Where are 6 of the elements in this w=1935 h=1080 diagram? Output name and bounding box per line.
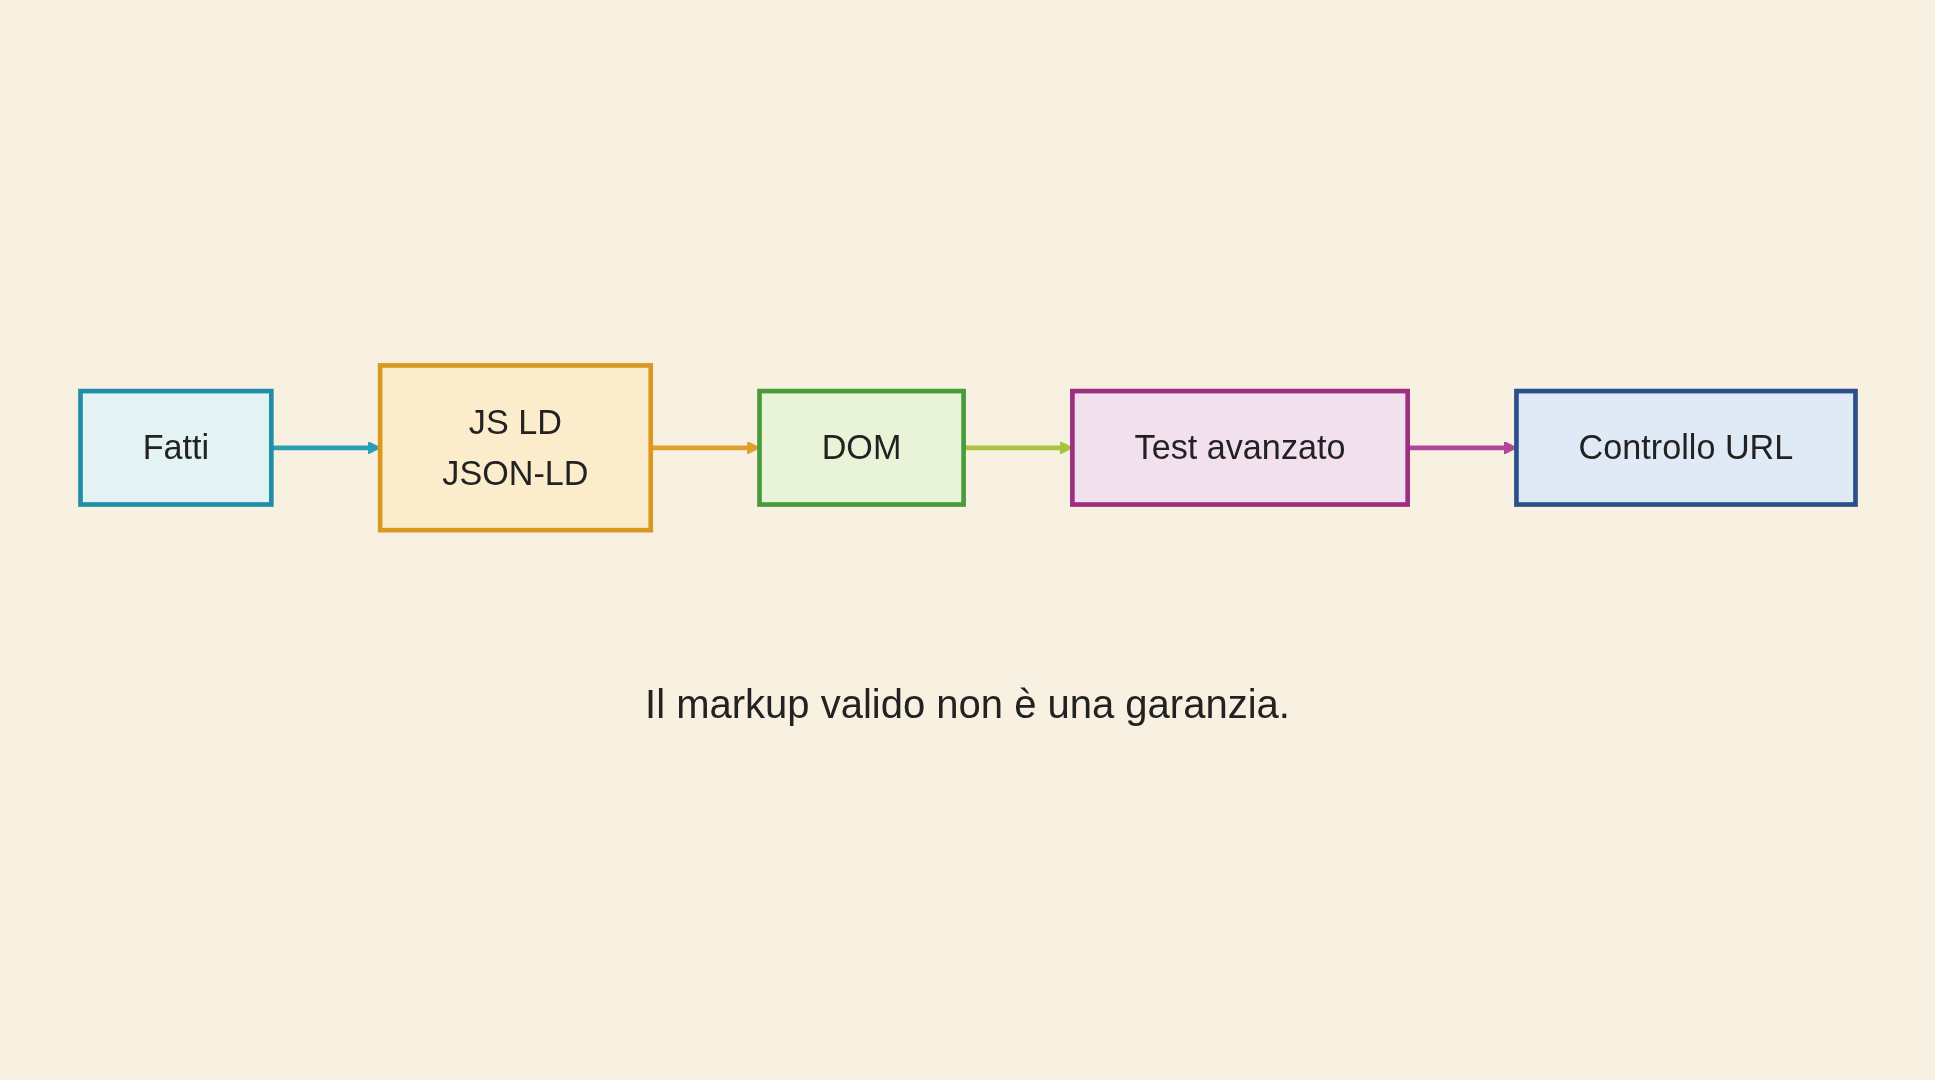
- node-box: JS LD JSON-LD: [377, 362, 653, 533]
- node-box: Test avanzato: [1069, 388, 1410, 507]
- node-box: Controllo URL: [1513, 388, 1858, 507]
- caption: Il markup valido non è una garanzia.: [645, 682, 1290, 728]
- node-box: Fatti: [77, 388, 274, 507]
- node-box: DOM: [756, 388, 966, 507]
